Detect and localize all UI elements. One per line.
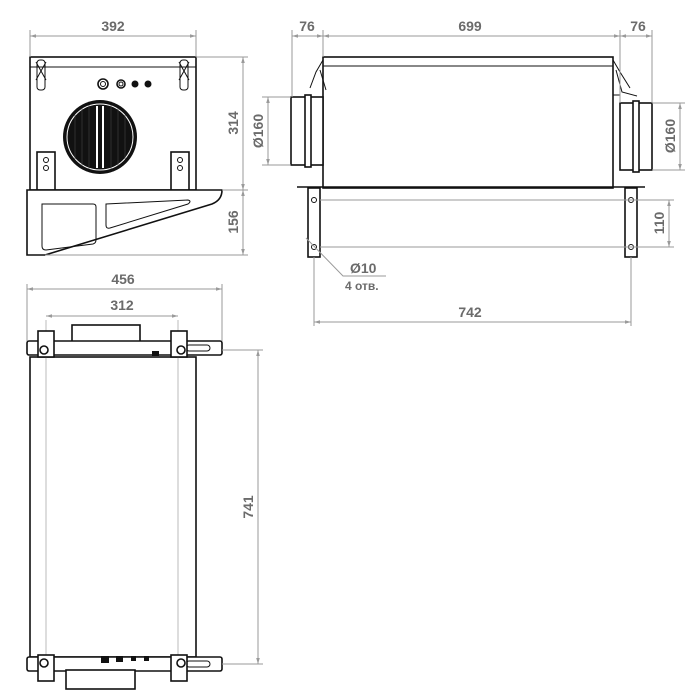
dim-label: Ø160 (250, 114, 266, 148)
dimension-156: 156 (45, 190, 248, 256)
dimension-110: 110 (320, 199, 674, 248)
dim-label: 312 (110, 297, 134, 313)
hole-count-label: 4 отв. (345, 279, 379, 293)
wall-console (26, 189, 223, 256)
dim-label: 314 (225, 111, 241, 135)
dimension-742: 742 (313, 257, 632, 326)
dimension-314: 314 (196, 56, 248, 191)
side-view: 76 699 76 Ø160 Ø160 110 Ø10 (250, 18, 685, 326)
latch-icon (35, 59, 190, 91)
top-view: 456 312 741 (26, 271, 263, 690)
dimension-diameter-right: Ø160 (652, 102, 685, 171)
dim-label: 742 (458, 304, 482, 320)
dimension-699: 699 (323, 18, 621, 103)
fan-grille-icon (63, 100, 137, 174)
dimension-312: 312 (46, 297, 178, 318)
top-rail (26, 330, 223, 358)
dim-label: 741 (240, 495, 256, 519)
bottom-rail (26, 654, 223, 690)
dim-label: Ø160 (662, 119, 678, 153)
front-view: 392 314 156 (26, 18, 248, 256)
side-housing (322, 56, 614, 189)
right-spigot (613, 94, 653, 173)
dim-label: Ø10 (350, 260, 377, 276)
dim-label: 156 (225, 210, 241, 234)
dimension-456: 456 (26, 271, 223, 341)
hole-callout: Ø10 4 отв. (305, 237, 386, 293)
dim-label: 76 (630, 18, 646, 34)
dim-label: 392 (101, 18, 125, 34)
mount-brackets (36, 151, 190, 191)
dimension-392: 392 (29, 18, 197, 57)
dim-label: 110 (651, 211, 667, 234)
latch-icon (309, 59, 638, 97)
dimension-741: 741 (222, 349, 263, 665)
dimension-diameter-left: Ø160 (250, 96, 291, 166)
dimension-76-left: 76 (291, 18, 324, 97)
dim-label: 76 (299, 18, 315, 34)
left-spigot (290, 94, 324, 168)
top-housing (29, 356, 197, 658)
dimension-76-right: 76 (620, 18, 653, 103)
mount-legs (307, 187, 638, 258)
dim-label: 699 (458, 18, 482, 34)
cable-glands (97, 78, 152, 90)
dim-label: 456 (111, 271, 135, 287)
